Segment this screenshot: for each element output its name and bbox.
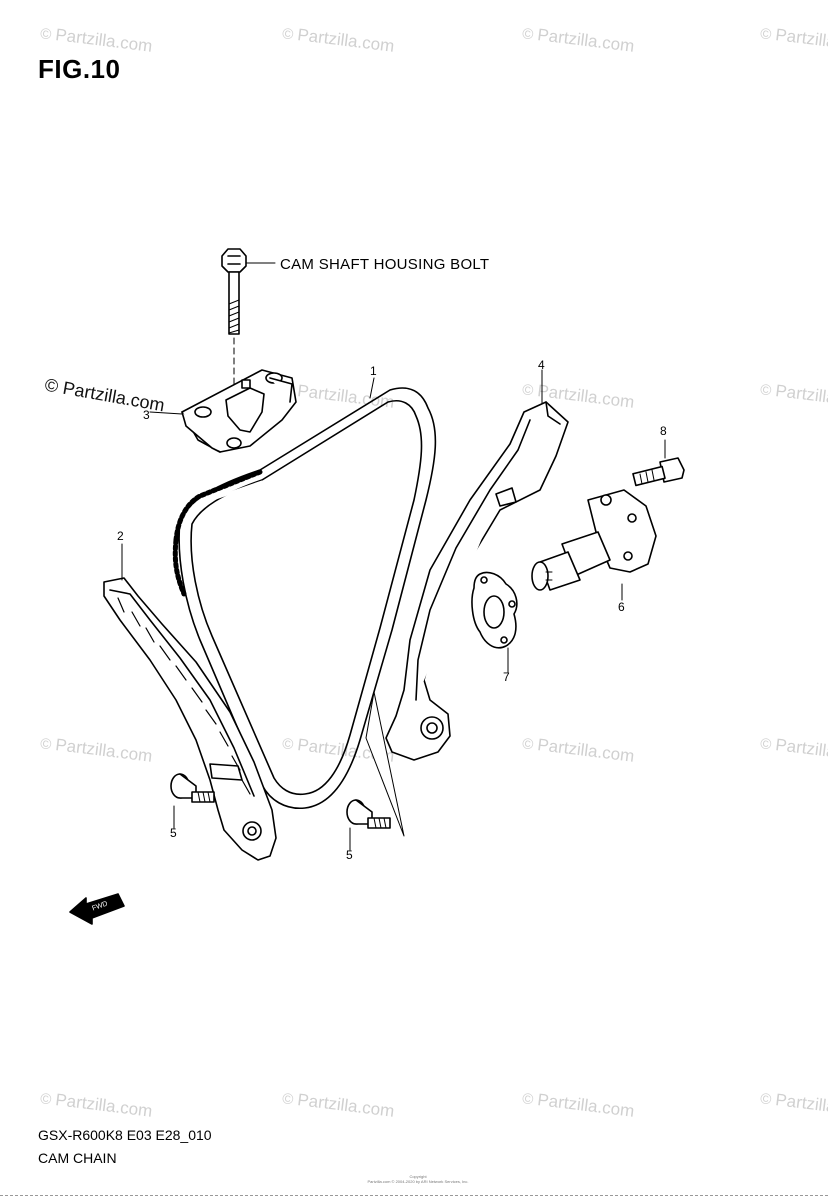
callout-part-5: 5 <box>346 848 353 862</box>
bottom-rule <box>0 1195 828 1196</box>
part-7-gasket <box>471 571 518 649</box>
diagram-code: GSX-R600K8 E03 E28_010 <box>38 1127 212 1143</box>
part-5-bolt-right <box>346 799 391 829</box>
diagram-name: CAM CHAIN <box>38 1150 117 1166</box>
bolt-callout-label: CAM SHAFT HOUSING BOLT <box>280 256 490 273</box>
callout-part-2: 2 <box>117 529 124 543</box>
part-1-cam-chain <box>172 387 437 810</box>
part-2-chain-guide <box>103 577 277 861</box>
callout-part-3: 3 <box>143 408 150 422</box>
part-8-tensioner-bolt <box>632 457 685 487</box>
callout-part-7: 7 <box>503 670 510 684</box>
part-6-tensioner-adjuster <box>531 489 657 591</box>
callout-part-5: 5 <box>170 826 177 840</box>
leader-lines <box>121 369 666 851</box>
callout-part-8: 8 <box>660 424 667 438</box>
callout-part-6: 6 <box>618 600 625 614</box>
part-3-bracket <box>181 369 297 453</box>
figure-title: FIG.10 <box>38 54 121 84</box>
fwd-arrow-icon <box>69 893 125 925</box>
callout-part-1: 1 <box>370 364 377 378</box>
copyright-notice: Copyright Partzilla.com © 2004-2020 by A… <box>367 1174 469 1184</box>
part-5-bolt-left <box>170 773 215 803</box>
callout-part-4: 4 <box>538 358 545 372</box>
part-4-chain-guide <box>385 401 569 761</box>
